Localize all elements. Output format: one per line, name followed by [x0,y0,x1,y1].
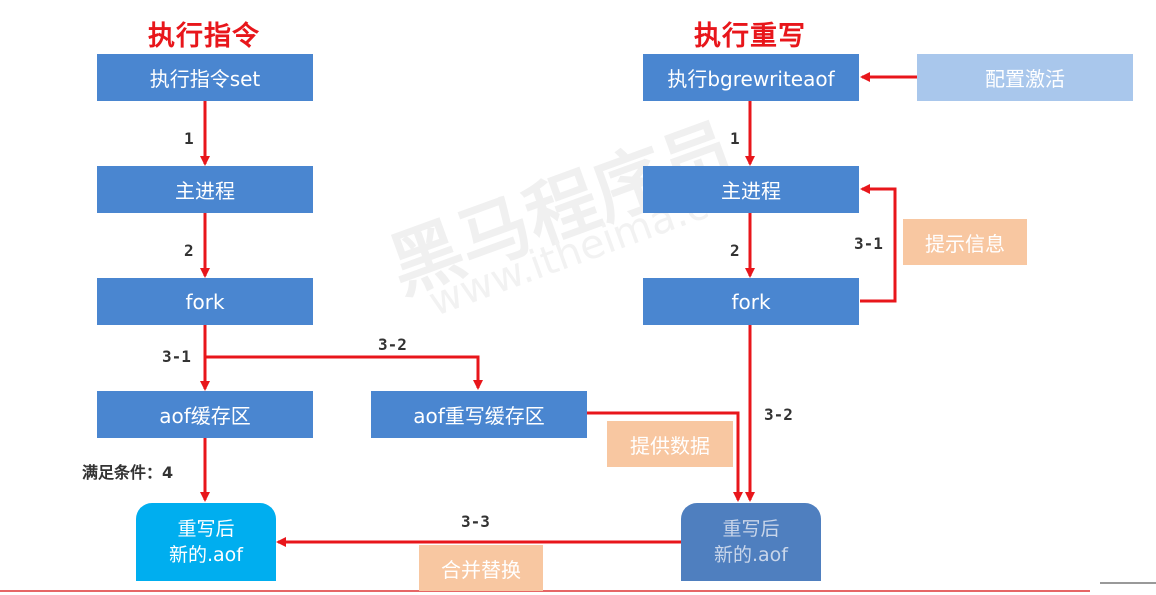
aof-buffer-box: aof缓存区 [97,391,313,438]
arrow-right-31 [860,184,897,303]
left-main-process-box: 主进程 [97,166,313,213]
right-title: 执行重写 [694,21,806,52]
left-title: 执行指令 [148,21,260,52]
right-step-32-label: 3-2 [764,405,793,424]
left-step-1-label: 1 [184,129,194,148]
arrow-provide [587,411,743,502]
right-new-aof-file: 重写后 新的.aof [681,503,821,581]
bgrewriteaof-command-box: 执行bgrewriteaof [643,54,859,101]
merge-replace-box: 合并替换 [419,545,543,591]
left-new-aof-line1: 重写后 [177,518,235,540]
left-new-aof-line2: 新的.aof [169,544,243,566]
right-fork-box: fork [643,278,859,325]
config-activate-box: 配置激活 [917,54,1133,101]
right-step-31-label: 3-1 [854,234,883,253]
provide-data-box: 提供数据 [607,421,733,467]
right-main-process-box: 主进程 [643,166,859,213]
left-step-32-label: 3-2 [378,335,407,354]
left-step-31-label: 3-1 [162,347,191,366]
aof-rewrite-buffer-box: aof重写缓存区 [371,391,587,438]
left-new-aof-file: 重写后 新的.aof [136,503,276,581]
set-command-box: 执行指令set [97,54,313,101]
condition-label: 满足条件：4 [82,463,174,482]
right-new-aof-line2: 新的.aof [714,544,788,566]
right-new-aof-line1: 重写后 [722,518,780,540]
step-33-label: 3-3 [461,512,490,531]
right-step-2-label: 2 [730,241,740,260]
arrow-left-32 [205,355,483,390]
left-step-2-label: 2 [184,241,194,260]
tip-info-box: 提示信息 [903,219,1027,265]
right-step-1-label: 1 [730,129,740,148]
left-fork-box: fork [97,278,313,325]
